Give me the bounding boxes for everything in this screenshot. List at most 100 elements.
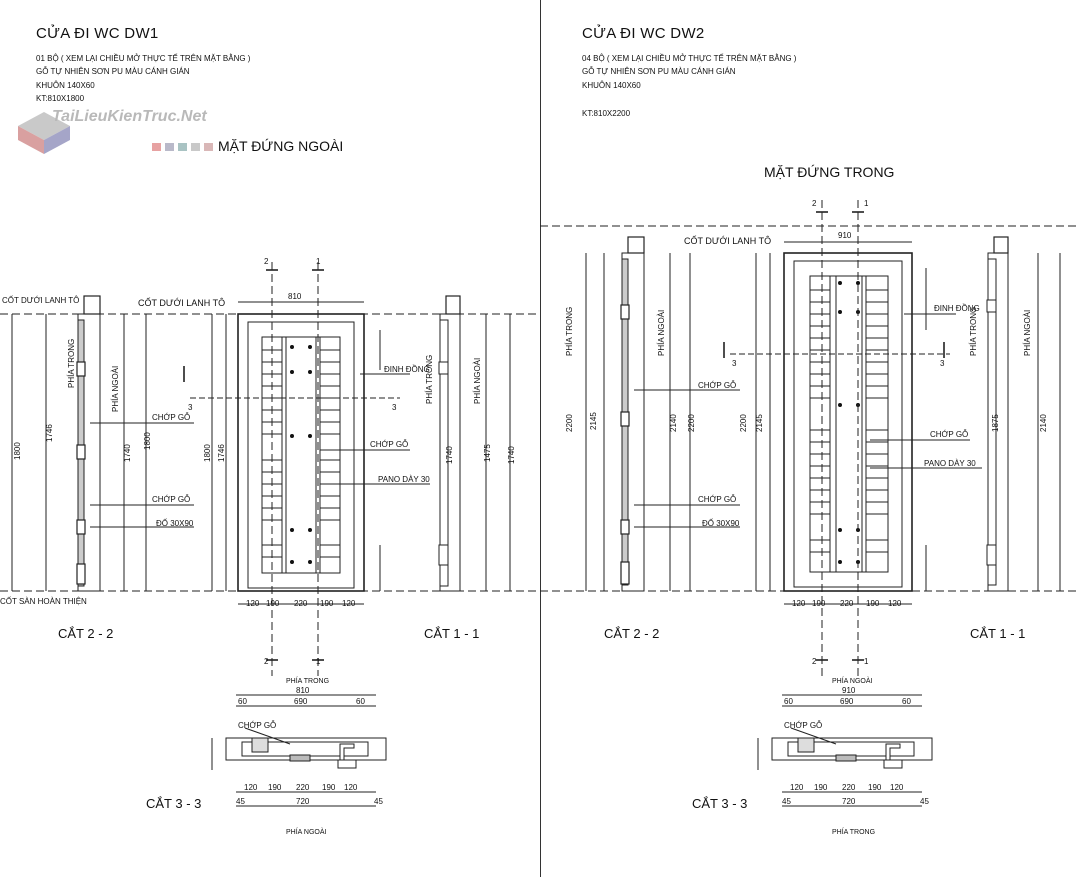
left-floor-label: CỐT SÀN HOÀN THIỆN [0, 596, 87, 606]
left-do-label: ĐỐ 30X90 [156, 518, 194, 528]
left-plan-edge-l: 45 [236, 797, 245, 806]
left-note-3: KHUÔN 140X60 [36, 81, 95, 90]
right-s11-outside-label: PHÍA NGOÀI [1023, 310, 1032, 356]
left-marker-3b: 3 [392, 403, 397, 412]
right-marker-2-top: 2 [812, 199, 817, 208]
left-s11-outside-label: PHÍA NGOÀI [473, 358, 482, 404]
left-pano-label: PANO DÀY 30 [378, 475, 430, 484]
left-s11-1740: 1740 [507, 446, 516, 464]
right-plan-side-r: 60 [902, 697, 911, 706]
right-do-label: ĐỐ 30X90 [702, 518, 740, 528]
right-marker-3b: 3 [940, 359, 945, 368]
right-plan-r2: 190 [814, 783, 828, 792]
left-plan-chop-label: CHỚP GỖ [238, 721, 276, 730]
right-plan-edge-r: 45 [920, 797, 929, 806]
right-elev-inner: 2145 [755, 414, 764, 432]
left-marker-1-bot: 1 [316, 657, 321, 666]
left-note-1: 01 BỘ ( XEM LẠI CHIỀU MỞ THỰC TẾ TRÊN MẶ… [36, 54, 251, 63]
right-elev-r2: 190 [812, 599, 826, 608]
right-marker-3a: 3 [732, 359, 737, 368]
logo-cube-icon [18, 112, 70, 154]
right-elev-height-2: 2200 [739, 414, 748, 432]
left-s11-inside-label: PHÍA TRONG [425, 355, 434, 404]
left-section-33-label: CẮT 3 - 3 [146, 796, 202, 811]
left-plan-top-label: PHÍA TRONG [286, 676, 329, 685]
right-plan-edge-l: 45 [782, 797, 791, 806]
left-door-title: CỬA ĐI WC DW1 [36, 25, 159, 42]
left-elev-nails [290, 345, 312, 564]
right-dinh-dong-label: ĐINH ĐỒNG [934, 303, 980, 313]
right-door-title: CỬA ĐI WC DW2 [582, 25, 705, 42]
left-elev-height-dim: 1800 [143, 432, 152, 450]
right-s11-inside-label: PHÍA TRONG [969, 307, 978, 356]
right-s11-sash: 2140 [1039, 414, 1048, 432]
sheet-divider [540, 0, 541, 877]
right-elev-r3: 220 [840, 599, 854, 608]
left-plan-r5: 120 [344, 783, 358, 792]
left-elev-louvers [262, 349, 340, 558]
left-section-22-label: CẮT 2 - 2 [58, 626, 114, 641]
right-width-dim: 910 [838, 231, 852, 240]
left-marker-3a: 3 [188, 403, 193, 412]
left-elev-inner: 1746 [217, 444, 226, 462]
left-note-4: KT:810X1800 [36, 94, 85, 103]
right-lintel-label: CỐT DƯỚI LANH TÔ [684, 235, 771, 246]
right-plan-side-l: 60 [784, 697, 793, 706]
left-s22-outside-label: PHÍA NGOÀI [111, 366, 120, 412]
left-chop-go-3: CHỚP GỖ [370, 440, 408, 449]
right-note-4: KT:810X2200 [582, 109, 631, 118]
left-sash-dim: 1740 [123, 444, 132, 462]
right-plan-r5: 120 [890, 783, 904, 792]
right-elev-louvers [810, 289, 888, 553]
left-view-title: MẶT ĐỨNG NGOÀI [218, 138, 344, 154]
right-elev-frame [783, 252, 913, 592]
left-chop-go-1: CHỚP GỖ [152, 413, 190, 422]
left-lintel-label: CỐT DƯỚI LANH TÔ [2, 295, 79, 305]
left-elev-frame [237, 313, 365, 592]
right-marker-2-bot: 2 [812, 657, 817, 666]
right-height-dim: 2200 [565, 414, 574, 432]
right-s11-1875: 1875 [991, 414, 1000, 432]
right-chop-go-3: CHỚP GỖ [930, 430, 968, 439]
right-elev-r4: 190 [866, 599, 880, 608]
left-elev-height-2: 1800 [203, 444, 212, 462]
right-pano-label: PANO DÀY 30 [924, 459, 976, 468]
left-s11-1475: 1475 [483, 444, 492, 462]
left-plan-bottom-label: PHÍA NGOÀI [286, 827, 327, 836]
right-plan-r1: 120 [790, 783, 804, 792]
right-section-22-label: CẮT 2 - 2 [604, 626, 660, 641]
left-elev-lintel-label: CỐT DƯỚI LANH TÔ [138, 297, 225, 308]
left-elev-r5: 120 [342, 599, 356, 608]
left-plan-inner: 690 [294, 697, 308, 706]
right-sash-dim: 2140 [669, 414, 678, 432]
right-plan-chop-label: CHỚP GỖ [784, 721, 822, 730]
left-plan-side-r: 60 [356, 697, 365, 706]
right-chop-go-2: CHỚP GỖ [698, 495, 736, 504]
right-plan-r4: 190 [868, 783, 882, 792]
right-inner-dim: 2145 [589, 412, 598, 430]
right-note-1: 04 BỘ ( XEM LẠI CHIỀU MỞ THỰC TẾ TRÊN MẶ… [582, 54, 797, 63]
left-s22-side-label: PHÍA TRONG [67, 339, 76, 388]
left-s11-sash: 1740 [445, 446, 454, 464]
left-plan-edge-r: 45 [374, 797, 383, 806]
right-elev-nails [838, 281, 860, 564]
left-elev-r3: 220 [294, 599, 308, 608]
right-note-3: KHUÔN 140X60 [582, 81, 641, 90]
right-note-2: GỖ TỰ NHIÊN SƠN PU MÀU CÁNH GIÁN [582, 67, 736, 76]
right-elev-r5: 120 [888, 599, 902, 608]
left-plan-bottom: 720 [296, 797, 310, 806]
watermark-bars [152, 138, 232, 151]
right-marker-1-top: 1 [864, 199, 869, 208]
left-elev-panel [261, 336, 341, 574]
left-plan-side-l: 60 [238, 697, 247, 706]
left-plan-r2: 190 [268, 783, 282, 792]
left-elev-r4: 190 [320, 599, 334, 608]
left-elev-r1: 120 [246, 599, 260, 608]
right-elev-r1: 120 [792, 599, 806, 608]
left-marker-1-top: 1 [316, 257, 321, 266]
watermark-logo [14, 108, 74, 156]
left-section-11-label: CẮT 1 - 1 [424, 626, 480, 641]
right-plan-overall: 910 [842, 686, 856, 695]
